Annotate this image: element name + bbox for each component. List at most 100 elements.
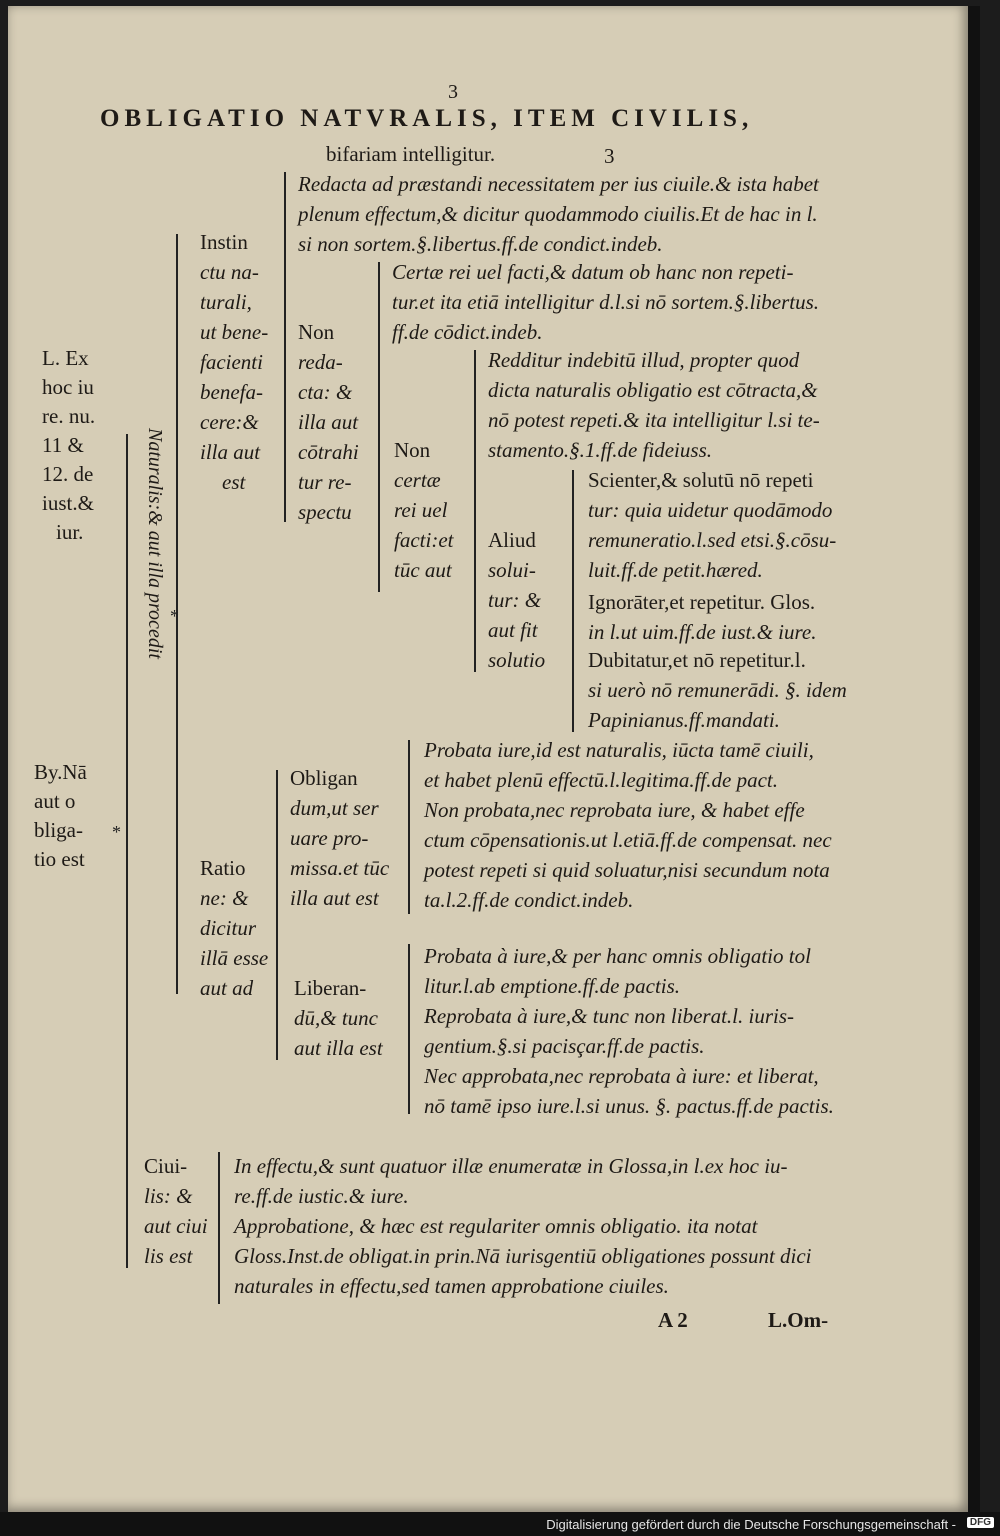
node-line: ta.l.2.ff.de condict.indeb. (424, 888, 634, 912)
node-line: Gloss.Inst.de obligat.in prin.Nā iurisge… (234, 1244, 812, 1268)
node-line: ff.de cōdict.indeb. (392, 320, 543, 344)
margin-line: re. nu. (42, 404, 96, 428)
catchword: L.Om- (768, 1308, 829, 1332)
brace-non-redacta (378, 262, 380, 592)
brace-obligandum (408, 740, 410, 914)
node-line: litur.l.ab emptione.ff.de pactis. (424, 974, 681, 998)
node-line: facti:et (394, 528, 454, 552)
node-line: in l.ut uim.ff.de iust.& iure. (588, 620, 817, 644)
node-line: ctu na- (200, 260, 259, 284)
brace-instinctu (284, 172, 286, 522)
node-line: illa aut (298, 410, 359, 434)
node-line: luit.ff.de petit.hæred. (588, 558, 763, 582)
node-line: Nec approbata,nec reprobata à iure: et l… (424, 1064, 819, 1088)
brace-naturalis (176, 234, 178, 994)
node-line: cōtrahi (298, 440, 359, 464)
node-line: Non (394, 438, 431, 462)
node-line: gentium.§.si pacisçar.ff.de pactis. (424, 1034, 705, 1058)
signature-mark: A 2 (658, 1308, 688, 1332)
node-line: est (222, 470, 246, 494)
node-line: tur re- (298, 470, 352, 494)
node-line: aut illa est (294, 1036, 383, 1060)
node-line: benefa- (200, 380, 263, 404)
node-line: aut ad (200, 976, 254, 1000)
node-line: nō tamē ipso iure.l.si unus. §. pactus.f… (424, 1094, 834, 1118)
margin-line: L. Ex (42, 346, 89, 370)
node-line: In effectu,& sunt quatuor illæ enumeratæ… (234, 1154, 788, 1178)
node-line: illa aut (200, 440, 261, 464)
node-line: aut fit (488, 618, 538, 642)
node-line: dicta naturalis obligatio est cōtracta,& (488, 378, 818, 402)
node-line: spectu (298, 500, 352, 524)
margin-line: bliga- (34, 818, 83, 842)
page-edge (968, 6, 980, 1512)
page-subtitle: bifariam intelligitur. (326, 142, 496, 166)
node-line: uare pro- (290, 826, 369, 850)
node-line: Papinianus.ff.mandati. (588, 708, 780, 732)
node-line: plenum effectum,& dicitur quodammodo ciu… (298, 202, 818, 226)
node-line: solui- (488, 558, 536, 582)
page-number-top: 3 (448, 81, 458, 103)
margin-line: aut o (34, 789, 76, 813)
node-line: Non probata,nec reprobata iure, & habet … (424, 798, 805, 822)
dfg-logo: DFG (966, 1517, 994, 1528)
node-line: ne: & (200, 886, 249, 910)
margin-line: 11 & (42, 433, 84, 457)
node-line: Dubitatur,et nō repetitur.l. (588, 648, 806, 672)
node-line: dum,ut ser (290, 796, 379, 820)
node-line: cta: & (298, 380, 353, 404)
naturalis-label: Naturalis:& aut illa procedit (144, 428, 166, 659)
node-line: illā esse (200, 946, 269, 970)
node-line: Instin (200, 230, 248, 254)
node-line: nō potest repeti.& ita intelligitur l.si… (488, 408, 820, 432)
node-line: Redacta ad præstandi necessitatem per iu… (298, 172, 819, 196)
node-line: turali, (200, 290, 252, 314)
margin-line: 12. de (42, 462, 94, 486)
node-line: illa aut est (290, 886, 379, 910)
node-line: Obligan (290, 766, 358, 790)
node-line: ctum cōpensationis.ut l.etiā.ff.de compe… (424, 828, 832, 852)
node-line: Ciui- (144, 1154, 188, 1178)
node-line: Ratio (200, 856, 246, 880)
footer-bar: Digitalisierung gefördert durch die Deut… (0, 1512, 1000, 1536)
node-line: tur.et ita etiā intelligitur d.l.si nō s… (392, 290, 820, 314)
margin-line: tio est (34, 847, 85, 871)
brace-ratione (276, 770, 278, 1060)
node-line: Ignorāter,et repetitur. Glos. (588, 590, 816, 614)
node-line: Reprobata à iure,& tunc non liberat.l. i… (424, 1004, 795, 1028)
margin-line: By.Nā (34, 760, 87, 784)
node-line: rei uel (394, 498, 448, 522)
node-line: cere:& (200, 410, 259, 434)
node-line: dū,& tunc (294, 1006, 378, 1030)
node-line: Redditur indebitū illud, propter quod (488, 348, 800, 372)
node-line: stamento.§.1.ff.de fideiuss. (488, 438, 712, 462)
node-line: tur: & (488, 588, 542, 612)
node-line: lis est (144, 1244, 193, 1268)
brace-aliud (572, 470, 574, 732)
node-line: tur: quia uidetur quodāmodo (588, 498, 833, 522)
brace-non-certae (474, 350, 476, 672)
book-page (8, 6, 968, 1512)
node-line: potest repeti si quid soluatur,nisi secu… (424, 858, 830, 882)
node-line: facienti (200, 350, 263, 374)
node-line: Probata iure,id est naturalis, iūcta tam… (424, 738, 814, 762)
node-line: dicitur (200, 916, 256, 940)
brace-ciuilis (218, 1152, 220, 1304)
node-line: Approbatione, & hæc est regulariter omni… (234, 1214, 758, 1238)
node-line: Certæ rei uel facti,& datum ob hanc non … (392, 260, 794, 284)
brace-main (126, 434, 128, 1268)
margin-line: hoc iu (42, 375, 94, 399)
node-line: Probata à iure,& per hanc omnis obligati… (424, 944, 811, 968)
brace-point: * (112, 822, 121, 842)
brace-point: * (170, 606, 179, 626)
brace-liberandum (408, 944, 410, 1114)
node-line: tūc aut (394, 558, 452, 582)
node-line: naturales in effectu,sed tamen approbati… (234, 1274, 669, 1298)
node-line: lis: & (144, 1184, 193, 1208)
node-line: Scienter,& solutū nō repeti (588, 468, 814, 492)
node-line: Liberan- (294, 976, 367, 1000)
node-line: et habet plenū effectū.l.legitima.ff.de … (424, 768, 778, 792)
node-line: aut ciui (144, 1214, 208, 1238)
node-line: Non (298, 320, 335, 344)
node-line: remuneratio.l.sed etsi.§.cōsu- (588, 528, 837, 552)
